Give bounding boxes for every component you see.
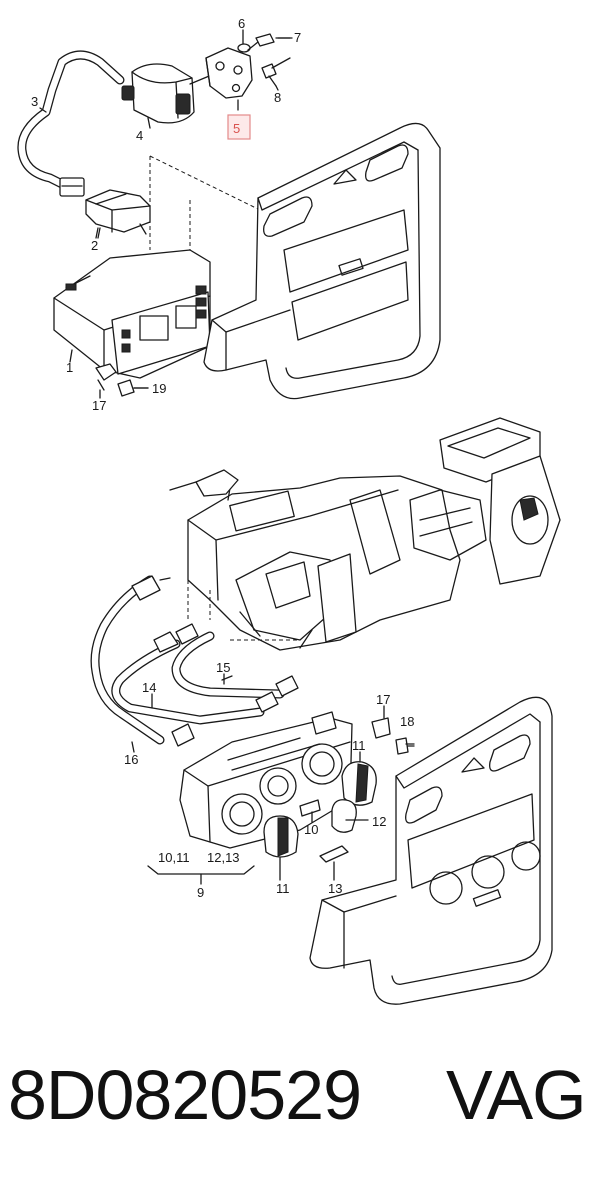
knob-shaft <box>299 799 321 817</box>
group-label-left: 10,11 <box>158 850 190 865</box>
callout-labels: 1 2 3 4 5 6 7 8 17 19 11 12 13 14 15 16 … <box>31 16 414 900</box>
callout-18: 18 <box>400 714 414 729</box>
callout-1: 1 <box>66 360 73 375</box>
callout-13: 13 <box>328 881 342 896</box>
callout-17-top: 17 <box>92 398 106 413</box>
footer: 8D0820529 VAG <box>0 1055 600 1135</box>
group-bracket <box>147 865 255 875</box>
callout-10: 10 <box>304 822 318 837</box>
connector-plug <box>85 189 151 239</box>
relay-unit <box>121 63 215 124</box>
callout-11-bottom: 11 <box>276 881 290 896</box>
rotary-knob-right <box>341 761 377 806</box>
callout-4: 4 <box>136 128 143 143</box>
callout-16: 16 <box>124 752 138 767</box>
selector-knob <box>331 799 357 833</box>
callout-14: 14 <box>142 680 156 695</box>
wiring-harness <box>17 50 125 197</box>
screw-and-washer <box>237 33 293 53</box>
callout-19: 19 <box>152 381 166 396</box>
leader-lines <box>39 29 415 881</box>
group-label-right: 12,13 <box>207 850 240 865</box>
dashboard-bezel-bottom <box>309 696 553 1005</box>
retaining-clip <box>95 363 117 391</box>
hvac-housing <box>169 417 561 651</box>
callout-12: 12 <box>372 814 386 829</box>
lower-clip <box>371 717 391 739</box>
control-cables <box>90 575 299 747</box>
highlight-box <box>227 114 251 140</box>
callout-15: 15 <box>216 660 230 675</box>
brand-name: VAG <box>446 1056 587 1134</box>
locating-pin <box>261 57 291 87</box>
push-button <box>319 845 349 863</box>
callout-5: 5 <box>233 121 240 136</box>
climate-control-unit <box>53 249 211 379</box>
part-number: 8D0820529 <box>8 1056 362 1134</box>
callout-2: 2 <box>91 238 98 253</box>
callout-11-top: 11 <box>352 738 366 753</box>
callout-8: 8 <box>274 90 281 105</box>
top-assembly <box>17 33 441 400</box>
callout-17-bottom: 17 <box>376 692 390 707</box>
lower-bolt <box>395 737 415 755</box>
exploded-parts-diagram: 1 2 3 4 5 6 7 8 17 19 11 12 13 14 15 16 … <box>17 16 561 1005</box>
dashboard-bezel-top <box>203 122 441 400</box>
callout-6: 6 <box>238 16 245 31</box>
heater-control-panel <box>179 711 353 849</box>
callout-3: 3 <box>31 94 38 109</box>
callout-9: 9 <box>197 885 204 900</box>
callout-7: 7 <box>294 30 301 45</box>
rotary-knob-left <box>263 815 299 858</box>
mounting-bracket <box>205 47 253 99</box>
